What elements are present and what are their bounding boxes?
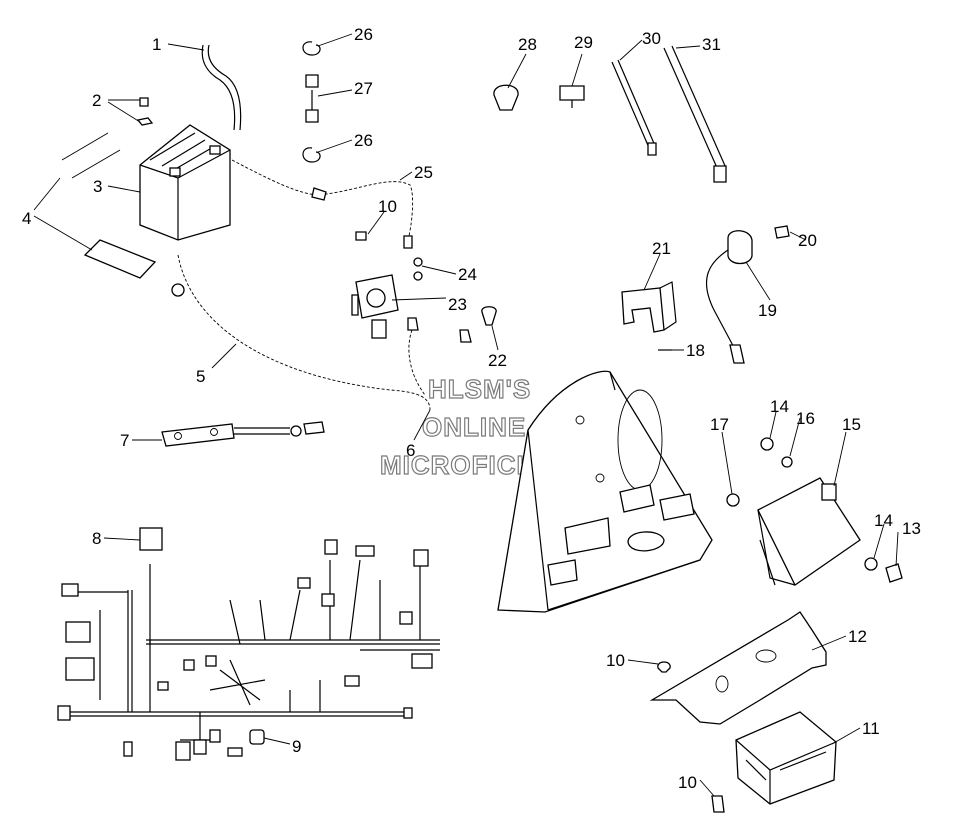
callout-25: 25 xyxy=(414,163,433,182)
battery-assembly xyxy=(61,41,497,411)
frame-panel xyxy=(497,370,713,613)
callout-29: 29 xyxy=(574,33,593,52)
callout-19: 19 xyxy=(758,301,777,320)
callout-11: 11 xyxy=(862,719,880,738)
callout-30: 30 xyxy=(642,29,661,48)
leader-lines xyxy=(33,33,899,797)
callout-10-relay: 10 xyxy=(378,197,397,216)
callout-31: 31 xyxy=(702,35,721,54)
ground-cable xyxy=(161,421,325,447)
callout-26-top: 26 xyxy=(354,25,373,44)
callout-18: 18 xyxy=(686,341,705,360)
callout-26-bottom: 26 xyxy=(354,131,373,150)
callout-13: 13 xyxy=(902,519,921,538)
callout-27: 27 xyxy=(354,79,373,98)
callout-10-bracket: 10 xyxy=(606,651,625,670)
callout-2: 2 xyxy=(92,91,101,110)
callout-3: 3 xyxy=(93,177,102,196)
callout-24: 24 xyxy=(458,265,477,284)
callout-20: 20 xyxy=(798,231,817,250)
callout-12: 12 xyxy=(848,627,867,646)
callout-4: 4 xyxy=(22,209,31,228)
watermark-line-2: ONLINE xyxy=(422,412,526,442)
callout-22: 22 xyxy=(488,351,507,370)
bracket-components xyxy=(621,225,790,364)
callout-1: 1 xyxy=(152,35,161,54)
callout-16: 16 xyxy=(796,409,815,428)
callout-14-lower: 14 xyxy=(874,511,893,530)
callout-6: 6 xyxy=(406,441,415,460)
callout-14-upper: 14 xyxy=(770,397,789,416)
callout-5: 5 xyxy=(196,367,205,386)
callout-7: 7 xyxy=(120,431,129,450)
callout-10-box: 10 xyxy=(678,773,697,792)
watermark-line-1: HLSM'S xyxy=(428,374,531,404)
callout-28: 28 xyxy=(518,35,537,54)
callout-21: 21 xyxy=(652,239,671,258)
callout-17: 17 xyxy=(710,415,729,434)
callout-labels: 1 2 3 4 5 6 7 8 9 10 10 10 11 12 13 14 1… xyxy=(22,25,921,792)
control-module xyxy=(726,437,903,586)
callout-23: 23 xyxy=(448,295,467,314)
wiring-harness xyxy=(57,527,440,761)
mounting-bracket xyxy=(649,611,837,813)
clips-and-ties xyxy=(493,45,727,183)
callout-8: 8 xyxy=(92,529,101,548)
callout-9: 9 xyxy=(292,737,301,756)
callout-15: 15 xyxy=(842,415,861,434)
